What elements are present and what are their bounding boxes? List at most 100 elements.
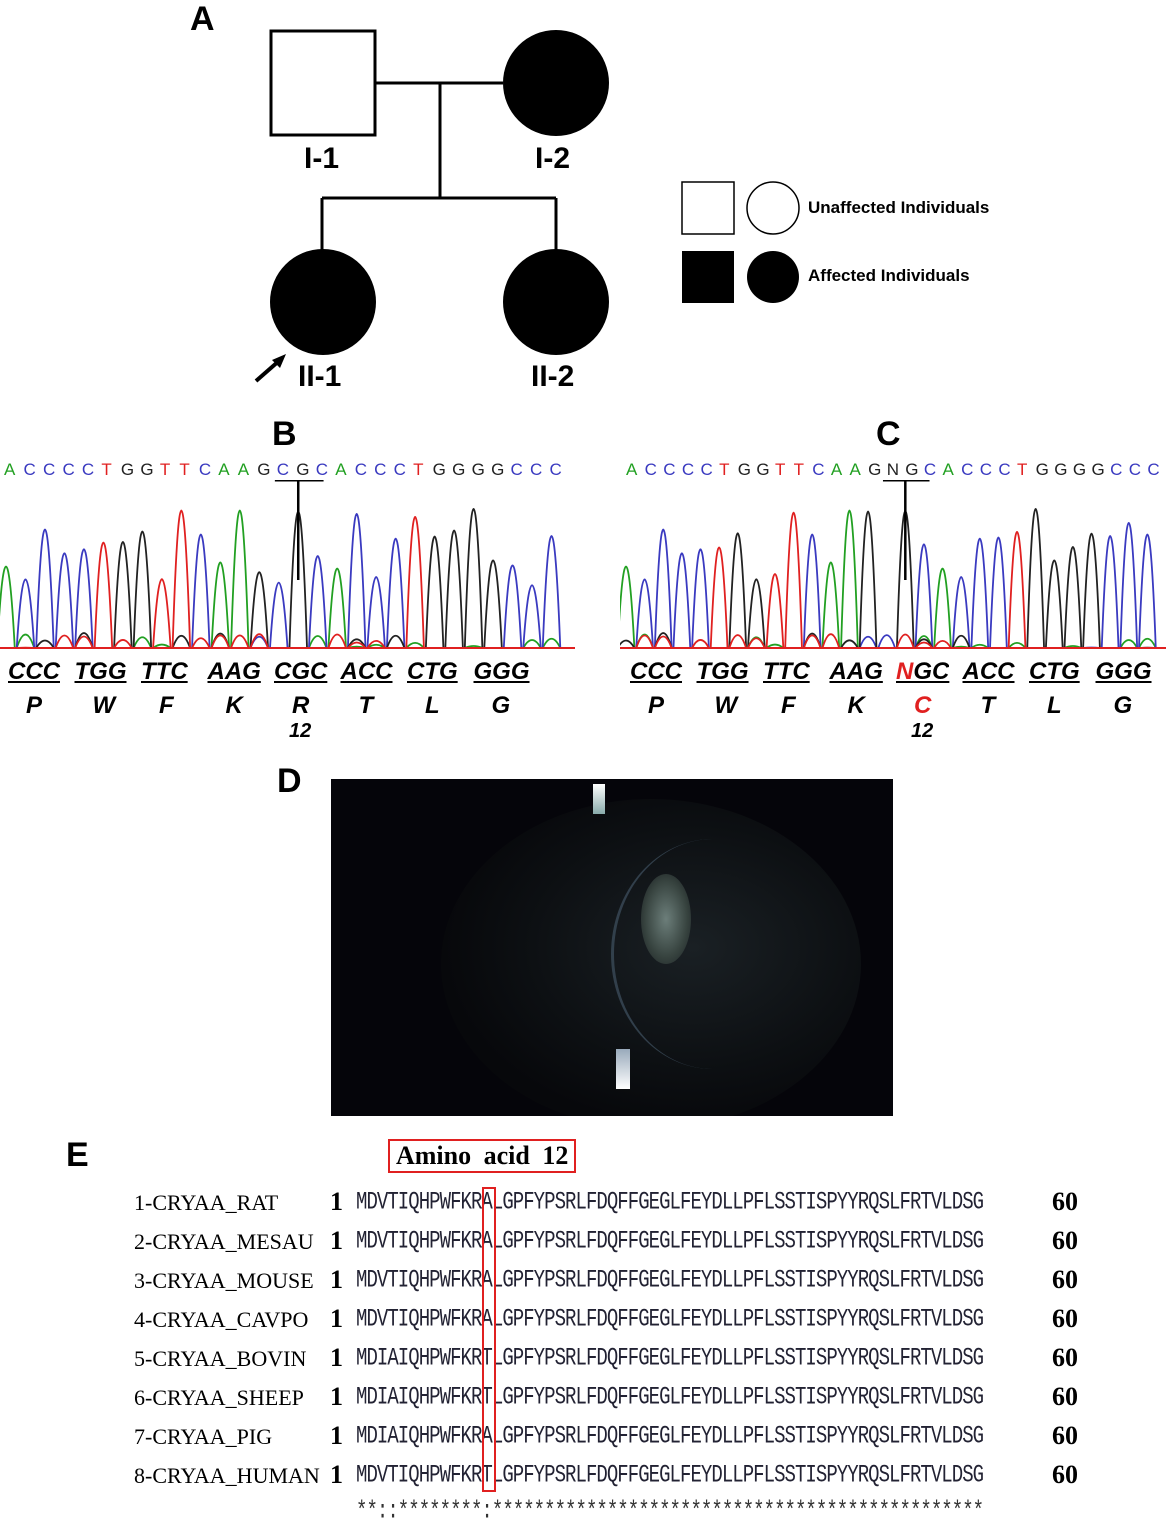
light-reflection-top [593, 784, 605, 814]
label-i-2: I-2 [535, 142, 571, 175]
individual-i-2-symbol [503, 30, 609, 136]
amino-acid: T [358, 692, 374, 719]
alignment-row-end: 60 [1052, 1304, 1078, 1333]
alignment-row-name: 1-CRYAA_RAT [134, 1190, 279, 1215]
position-12-highlight-box [482, 1187, 496, 1492]
amino-acid: P [26, 692, 43, 719]
base-call: C [393, 460, 406, 479]
trace-t [0, 509, 561, 649]
trace-g [620, 507, 1156, 649]
base-call: C [979, 460, 993, 479]
base-call: A [237, 460, 250, 479]
alignment-row-start: 1 [330, 1460, 343, 1489]
panel-label-c: C [876, 415, 901, 453]
alignment-row-start: 1 [330, 1265, 343, 1294]
base-call: T [159, 460, 171, 479]
alignment-row-end: 60 [1052, 1382, 1078, 1411]
chromatogram-b [0, 480, 575, 649]
amino-acid: W [92, 692, 116, 719]
base-call: G [432, 460, 446, 479]
label-i-1: I-1 [304, 142, 340, 175]
alignment-row-sequence: MDVTIQHPWFKRALGPFYPSRLFDQFFGEGLFEYDLLPFL… [356, 1187, 984, 1217]
amino-acid: K [225, 692, 243, 719]
legend-affected-label: Affected Individuals [808, 266, 970, 285]
base-call: C [549, 460, 562, 479]
alignment-row-name: 4-CRYAA_CAVPO [134, 1307, 309, 1332]
base-call: G [737, 460, 751, 479]
alignment-row-sequence: MDVTIQHPWFKRALGPFYPSRLFDQFFGEGLFEYDLLPFL… [356, 1265, 984, 1295]
base-call: C [198, 460, 212, 479]
panel-label-a: A [190, 0, 215, 38]
panel-label-b: B [272, 415, 297, 453]
codon: NGC [896, 658, 950, 685]
base-call: C [700, 460, 713, 479]
codon: CCC [630, 658, 682, 685]
base-call: C [62, 460, 75, 479]
amino-acid: P [648, 692, 665, 719]
alignment-row-start: 1 [330, 1382, 343, 1411]
alignment-row-sequence: MDIAIQHPWFKRTLGPFYPSRLFDQFFGEGLFEYDLLPFL… [356, 1343, 984, 1373]
base-call: G [257, 460, 271, 479]
base-call: A [4, 460, 16, 479]
trace-a [0, 509, 562, 649]
codon: TGG [696, 658, 749, 685]
legend-affected-circle [747, 251, 799, 303]
alignment-row-name: 8-CRYAA_HUMAN [134, 1463, 320, 1488]
alignment-row-start: 1 [330, 1421, 343, 1450]
base-call: G [1072, 460, 1087, 479]
alignment-row-sequence: MDIAIQHPWFKRTLGPFYPSRLFDQFFGEGLFEYDLLPFL… [356, 1382, 984, 1412]
base-call: G [868, 460, 882, 479]
alignment-row-end: 60 [1052, 1460, 1078, 1489]
codon: GGG [473, 658, 530, 685]
base-call: G [1035, 460, 1049, 479]
alignment-row-sequence: MDVTIQHPWFKRALGPFYPSRLFDQFFGEGLFEYDLLPFL… [356, 1304, 984, 1334]
base-call: C [1110, 460, 1123, 479]
lens-edge [611, 839, 814, 1069]
codon: CTG [407, 658, 458, 685]
codon: GGG [1095, 658, 1152, 685]
base-call: C [354, 460, 367, 479]
base-call: C [644, 460, 657, 479]
base-call: C [81, 460, 95, 479]
amino-acid-12-label: Amino acid 12 [388, 1139, 577, 1173]
codon: CTG [1029, 658, 1080, 685]
base-call: T [1017, 460, 1028, 479]
codon: TTC [763, 658, 810, 685]
base-call: C [374, 460, 387, 479]
alignment-row-end: 60 [1052, 1343, 1078, 1372]
codon: AAG [829, 658, 883, 685]
base-call: A [218, 460, 230, 479]
base-call: C [1128, 460, 1142, 479]
base-call: G [905, 460, 919, 479]
alignment-row-sequence: MDVTIQHPWFKRTLGPFYPSRLFDQFFGEGLFEYDLLPFL… [356, 1460, 984, 1490]
base-call: C [663, 460, 676, 479]
cataract-opacity [641, 874, 691, 964]
pedigree-chart [254, 29, 800, 383]
legend-unaffected-label: Unaffected Individuals [808, 198, 990, 217]
trace-t [620, 511, 1156, 649]
codon: TTC [141, 658, 188, 685]
individual-i-1-symbol [269, 29, 377, 137]
trace-c [620, 522, 1157, 649]
individual-ii-2-symbol [503, 249, 609, 355]
consensus-line: **::********:***************************… [356, 1496, 984, 1526]
amino-acid: C [914, 692, 932, 719]
amino-acid: L [425, 692, 440, 719]
codon: AAG [207, 658, 261, 685]
alignment-row-start: 1 [330, 1187, 343, 1216]
panel-label-d: D [277, 762, 302, 800]
alignment-row-sequence: MDVTIQHPWFKRALGPFYPSRLFDQFFGEGLFEYDLLPFL… [356, 1226, 984, 1256]
base-call: A [830, 460, 843, 479]
alignment-row-name: 6-CRYAA_SHEEP [134, 1385, 304, 1410]
alignment-row-start: 1 [330, 1304, 343, 1333]
slit-lamp-eye-photo [331, 779, 893, 1116]
codon: TGG [74, 658, 127, 685]
codon: CCC [8, 658, 60, 685]
trace-a [620, 509, 1157, 649]
base-call: T [719, 460, 730, 479]
base-call: G [491, 460, 505, 479]
amino-acid: F [781, 692, 796, 719]
legend-unaffected-square [681, 181, 735, 235]
